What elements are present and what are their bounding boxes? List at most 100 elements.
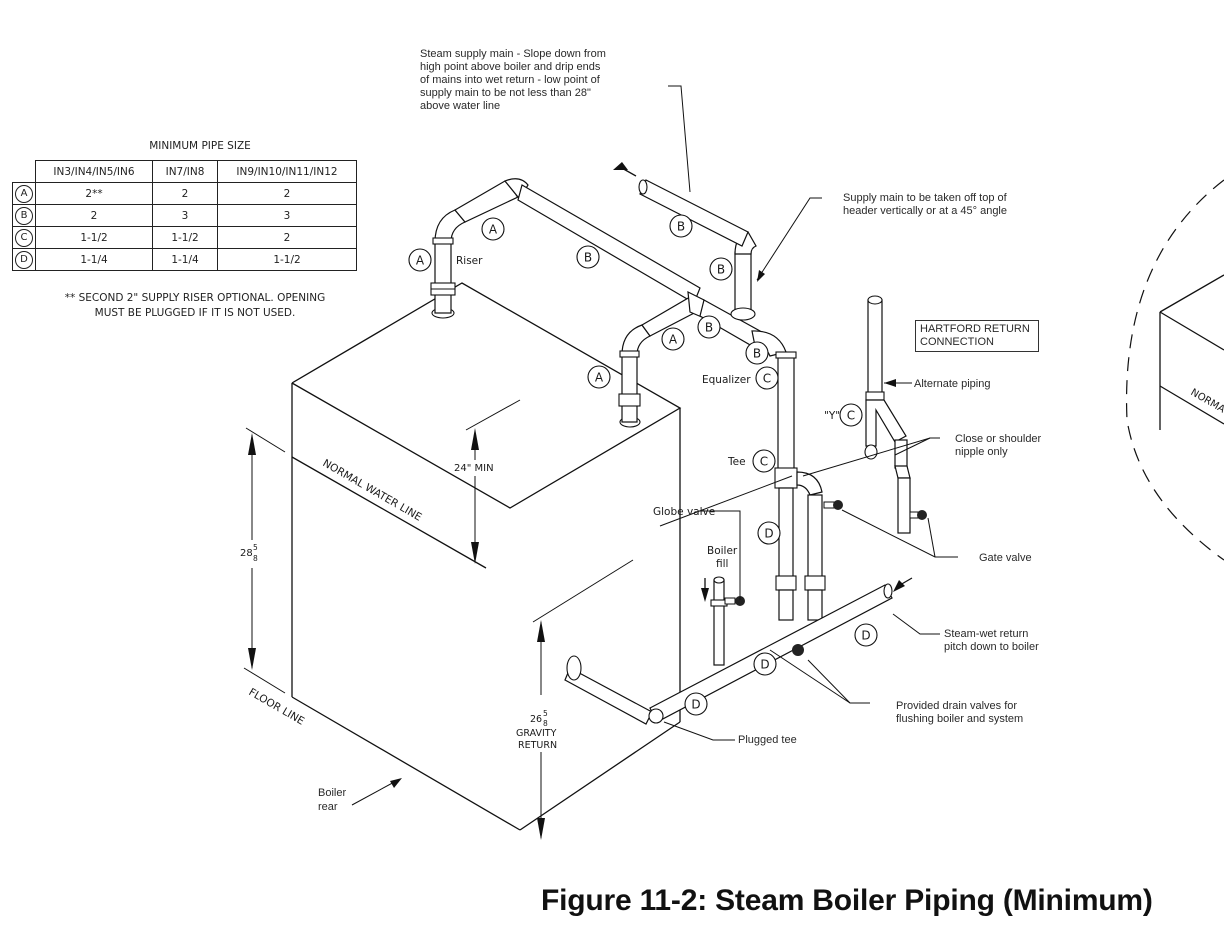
equalizer-label: Equalizer — [702, 374, 751, 386]
steam-wet-return-note: Steam-wet return pitch down to boiler — [944, 628, 1039, 653]
bubble-d-drain: D — [753, 652, 777, 676]
equalizer-pipe — [777, 354, 795, 471]
table-title: MINIMUM PIPE SIZE — [149, 140, 251, 152]
riser-pipe-right — [618, 324, 651, 428]
svg-text:D: D — [691, 698, 700, 712]
gate-valve — [823, 500, 843, 510]
svg-text:8: 8 — [253, 554, 258, 563]
bubble-b-tee: B — [697, 315, 721, 339]
normal-water-line-label: NORMAL WATER LINE — [321, 457, 424, 523]
svg-text:B: B — [584, 251, 592, 265]
row-label: C — [15, 228, 33, 247]
riser-pipe-left — [430, 209, 466, 319]
svg-text:8: 8 — [543, 719, 548, 728]
boiler-fill-label-1: Boiler — [707, 545, 738, 557]
bubble-b-vertical: B — [709, 257, 733, 281]
flow-arrow-supply — [613, 162, 628, 170]
svg-text:rear: rear — [318, 801, 338, 813]
boiler-outline — [291, 282, 682, 831]
table-cell: 2 — [152, 182, 218, 205]
gate-valve-note: Gate valve — [979, 552, 1032, 564]
bubble-d-return: D — [854, 623, 878, 647]
svg-text:NORMA: NORMA — [1189, 387, 1224, 415]
svg-text:D: D — [760, 658, 769, 672]
svg-text:5: 5 — [253, 543, 258, 552]
svg-text:D: D — [861, 629, 870, 643]
globe-valve — [724, 596, 745, 606]
tee-label: Tee — [727, 456, 746, 468]
table-cell: 1-1/2 — [152, 226, 218, 249]
svg-text:C: C — [763, 372, 771, 386]
table-row: A 2** 2 2 — [12, 182, 357, 205]
table-cell: 1-1/4 — [35, 248, 153, 271]
figure-caption: Figure 11-2: Steam Boiler Piping (Minimu… — [541, 884, 1153, 917]
bubble-a-riser2: A — [661, 327, 685, 351]
bubble-c-equalizer: C — [755, 366, 779, 390]
svg-text:B: B — [717, 263, 725, 277]
bubble-a-header: A — [481, 217, 505, 241]
table-cell: 2 — [217, 182, 357, 205]
svg-text:B: B — [705, 321, 713, 335]
table-cell: 2 — [217, 226, 357, 249]
column-header: IN9/IN10/IN11/IN12 — [217, 160, 357, 183]
svg-text:26: 26 — [530, 714, 542, 725]
column-header: IN3/IN4/IN5/IN6 — [35, 160, 153, 183]
drain-valve — [792, 644, 804, 656]
svg-text:D: D — [764, 527, 773, 541]
table-cell: 3 — [217, 204, 357, 227]
bubble-d-globe: D — [757, 521, 781, 545]
leader-lines — [659, 85, 958, 741]
dimension-24-min: 24" MIN — [454, 399, 521, 564]
table-row: C 1-1/2 1-1/2 2 — [12, 226, 357, 249]
column-header: IN7/IN8 — [152, 160, 218, 183]
pipe-size-bubbles: A A B B B B B A A C C C D D D D — [408, 214, 878, 716]
table-cell: 1-1/2 — [217, 248, 357, 271]
table-row: B 2 3 3 — [12, 204, 357, 227]
drain-valves-note: Provided drain valves for flushing boile… — [896, 700, 1024, 725]
bubble-b-header: B — [576, 245, 600, 269]
y-fitting — [865, 399, 907, 447]
table-footnote: ** SECOND 2" SUPPLY RISER OPTIONAL. OPEN… — [64, 292, 326, 319]
svg-text:B: B — [753, 347, 761, 361]
bubble-b-elbow: B — [745, 341, 769, 365]
alternate-piping-vertical — [867, 299, 883, 396]
detail-view: NORMA — [1125, 179, 1224, 561]
y-label: "Y" — [824, 410, 840, 422]
svg-text:5: 5 — [543, 709, 548, 718]
svg-text:A: A — [595, 371, 604, 385]
supply-main-pipe — [639, 179, 749, 247]
alternate-piping-note: Alternate piping — [914, 378, 991, 390]
dimension-28: 28 5 8 — [240, 433, 258, 670]
close-nipple-note: Close or shoulder nipple only — [955, 433, 1042, 458]
row-label: A — [15, 184, 33, 203]
bubble-c-y: C — [839, 403, 863, 427]
globe-valve-label: Globe valve — [653, 506, 715, 518]
table-header-row: IN3/IN4/IN5/IN6 IN7/IN8 IN9/IN10/IN11/IN… — [12, 160, 357, 183]
dimension-26-gravity-return: 26 5 8 GRAVITY RETURN — [516, 559, 634, 840]
plugged-tee-pipe — [564, 667, 653, 725]
boiler-rear-callout: Boiler rear — [318, 778, 402, 813]
plugged-tee-note: Plugged tee — [738, 734, 797, 746]
bubble-b-supply: B — [669, 214, 693, 238]
bubble-a-riser2-low: A — [587, 365, 611, 389]
svg-text:A: A — [416, 254, 425, 268]
supply-main-takeoff-note: Supply main to be taken off top of heade… — [843, 192, 1007, 217]
svg-text:C: C — [847, 409, 855, 423]
svg-text:28: 28 — [240, 548, 253, 559]
svg-text:24" MIN: 24" MIN — [454, 463, 494, 474]
bubble-a-riser: A — [408, 248, 432, 272]
row-label: B — [15, 206, 33, 225]
normal-water-line — [291, 456, 487, 569]
floor-line-label: FLOOR LINE — [247, 686, 307, 727]
fill-flow-arrow — [701, 588, 709, 602]
svg-text:B: B — [677, 220, 685, 234]
gate-valve-alt — [909, 510, 927, 520]
svg-text:RETURN: RETURN — [518, 740, 557, 751]
boiler-fill-label-2: fill — [716, 558, 728, 570]
bubble-d-plugged: D — [684, 692, 708, 716]
table-cell: 2** — [35, 182, 153, 205]
svg-text:Boiler: Boiler — [318, 787, 346, 799]
supply-main-vertical — [734, 251, 752, 315]
hartford-return-connection-box: HARTFORD RETURN CONNECTION — [915, 320, 1039, 352]
table-cell: 2 — [35, 204, 153, 227]
